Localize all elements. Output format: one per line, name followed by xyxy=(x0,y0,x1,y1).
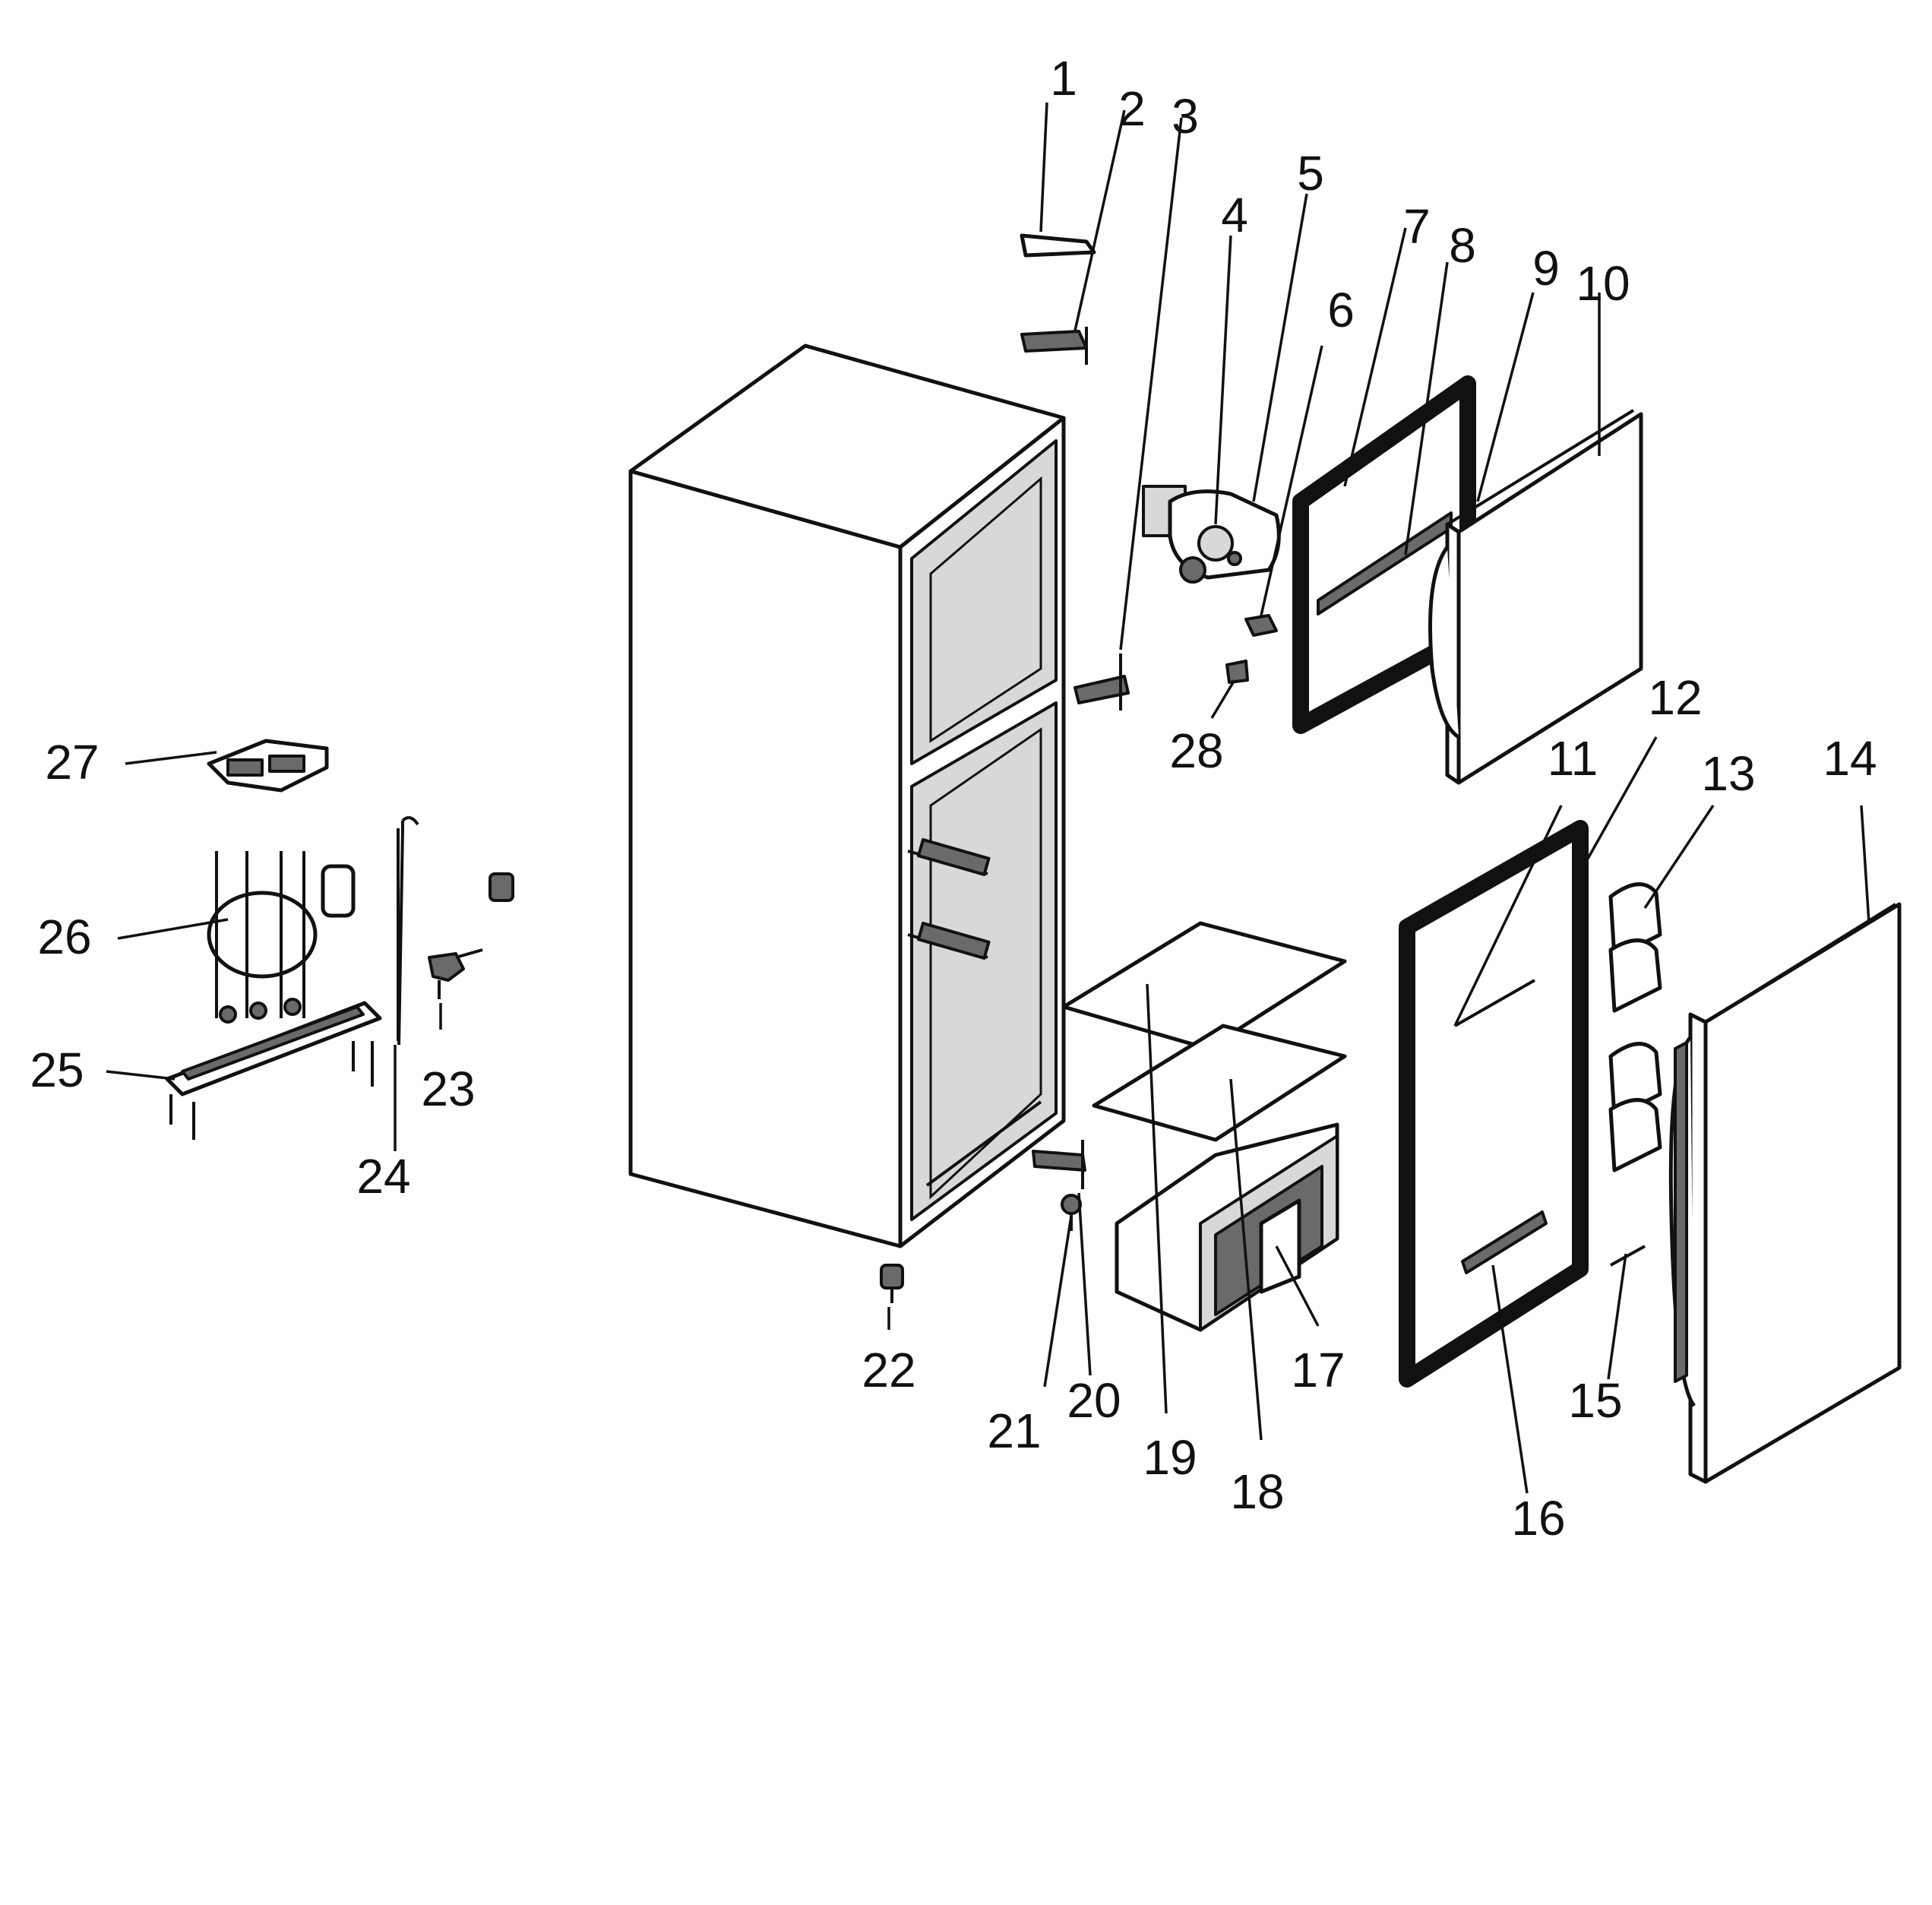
power-cord-clamp xyxy=(428,948,483,999)
top-hinge-cover xyxy=(1020,233,1096,258)
callout-12: 12 xyxy=(1648,670,1702,725)
condenser-tube xyxy=(397,816,419,1046)
hinge-pin xyxy=(1061,1194,1082,1231)
callout-11: 11 xyxy=(1548,731,1598,786)
callout-22: 22 xyxy=(862,1343,915,1397)
compressor xyxy=(207,851,318,1024)
starter-relay xyxy=(321,864,356,918)
callout-23: 23 xyxy=(421,1062,475,1116)
door-bins xyxy=(1608,882,1662,1172)
callout-16: 16 xyxy=(1511,1491,1565,1546)
callout-24: 24 xyxy=(356,1149,410,1204)
callout-9: 9 xyxy=(1532,241,1560,296)
door-shelf-upper xyxy=(1454,979,1535,1027)
top-hinge xyxy=(1020,327,1088,365)
callout-1: 1 xyxy=(1050,51,1077,106)
crisper-cover xyxy=(1092,1024,1347,1142)
callout-6: 6 xyxy=(1327,283,1355,337)
glass-shelf xyxy=(1061,921,1347,1051)
callout-4: 4 xyxy=(1221,188,1248,242)
callout-10: 10 xyxy=(1576,256,1630,311)
callout-27: 27 xyxy=(45,735,99,790)
refrigerator-cabinet xyxy=(628,343,1066,1248)
middle-hinge xyxy=(1074,653,1130,710)
callout-26: 26 xyxy=(37,910,91,964)
callout-15: 15 xyxy=(1568,1373,1622,1428)
callout-25: 25 xyxy=(30,1043,84,1097)
leader-lines xyxy=(106,102,1870,1494)
callout-20: 20 xyxy=(1067,1373,1121,1428)
callout-8: 8 xyxy=(1449,218,1476,273)
door-bottom-trim xyxy=(1610,1245,1646,1267)
callout-5: 5 xyxy=(1297,146,1324,201)
callout-labels: 1 2 3 4 5 6 7 8 9 10 11 12 13 14 15 16 1… xyxy=(30,51,1877,1546)
callout-3: 3 xyxy=(1172,89,1199,144)
callout-13: 13 xyxy=(1701,746,1755,801)
compressor-base-plate xyxy=(165,1001,382,1140)
callout-19: 19 xyxy=(1143,1430,1197,1485)
callout-2: 2 xyxy=(1118,81,1146,136)
thermostat-housing xyxy=(1142,485,1281,584)
bottom-hinge xyxy=(1032,1140,1086,1189)
fresh-food-door-gasket xyxy=(1399,820,1589,1388)
callout-28: 28 xyxy=(1169,723,1223,778)
freezer-door xyxy=(1428,409,1643,785)
callout-21: 21 xyxy=(987,1403,1041,1458)
leveling-foot xyxy=(880,1264,904,1303)
door-shelf-lower xyxy=(1461,1210,1548,1274)
fresh-food-door xyxy=(1668,902,1902,1484)
crisper-drawer xyxy=(1115,1122,1339,1332)
callout-18: 18 xyxy=(1230,1464,1284,1519)
callout-17: 17 xyxy=(1291,1343,1345,1397)
evaporator-tray xyxy=(207,739,329,793)
callout-7: 7 xyxy=(1403,199,1431,254)
lamp-switch xyxy=(1244,614,1278,637)
lamp-socket xyxy=(1225,660,1249,684)
callout-14: 14 xyxy=(1823,731,1877,786)
overload-protector xyxy=(489,872,514,902)
